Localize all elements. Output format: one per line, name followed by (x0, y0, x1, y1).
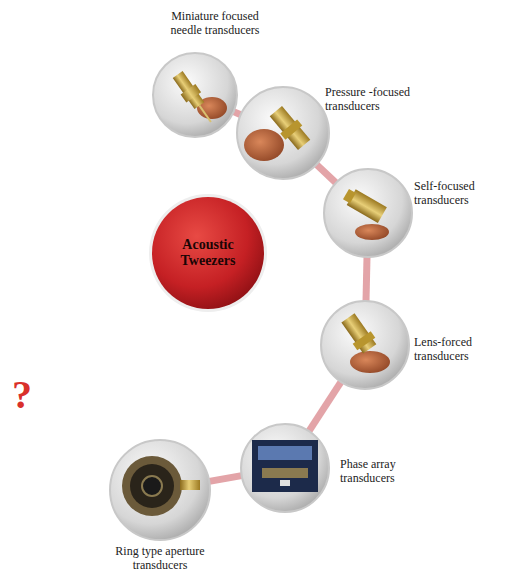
chain-connector (316, 165, 335, 183)
transducer-circle: Lens-forced transducers (321, 301, 409, 389)
ring-transducer-photo (110, 440, 210, 540)
transducer-circle: Self-focused transducers (324, 169, 412, 257)
chain-connector (209, 476, 241, 482)
chain-connector (234, 112, 241, 115)
transducer-label: Ring type aperture transducers (105, 545, 215, 573)
topic-circle: Acoustic Tweezers (152, 197, 264, 309)
transducer-circle: Ring type aperture transducers (110, 440, 210, 540)
phase-array-photo (241, 424, 329, 512)
topic-title: Acoustic Tweezers (168, 237, 248, 269)
transducer-label: Phase array transducers (340, 458, 430, 486)
transducer-label: Pressure -focused transducers (325, 86, 445, 114)
pressure-transducer-photo (237, 87, 329, 179)
self-focused-photo (324, 169, 412, 257)
transducer-circle: Pressure -focused transducers (237, 87, 329, 179)
transducer-label: Self-focused transducers (414, 180, 509, 208)
lens-transducer-photo (321, 301, 409, 389)
transducer-circle: Phase array transducers (241, 424, 329, 512)
chain-connector (366, 257, 367, 301)
chain-connector (309, 382, 341, 431)
question-mark: ? (12, 375, 32, 415)
transducer-circle: Miniature focused needle transducers (153, 53, 237, 137)
transducer-label: Miniature focused needle transducers (160, 10, 270, 38)
topic-ball (149, 194, 267, 312)
transducer-label: Lens-forced transducers (414, 336, 504, 364)
needle-transducer-photo (153, 53, 237, 137)
